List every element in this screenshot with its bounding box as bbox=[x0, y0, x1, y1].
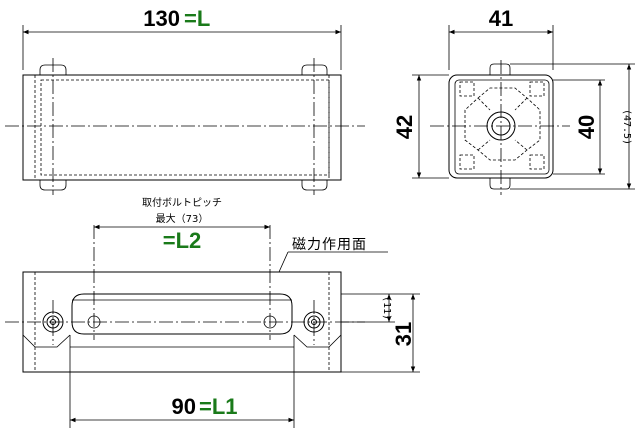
top-width-number: 130 bbox=[143, 6, 180, 31]
side-height-outer: 42 bbox=[392, 115, 417, 139]
bolt-slot bbox=[71, 293, 293, 335]
top-view-body bbox=[22, 74, 342, 181]
side-width: 41 bbox=[489, 6, 513, 31]
side-height-ref: (47.5) bbox=[621, 109, 632, 145]
top-view: 130 =L bbox=[5, 6, 365, 195]
pitch-label-line1: 取付ボルトピッチ bbox=[142, 196, 222, 209]
front-height-ref: (11) bbox=[381, 296, 392, 320]
side-height-inner: 40 bbox=[574, 115, 599, 139]
front-view: 取付ボルトピッチ 最大（73） =L2 磁力作用面 31 (11) 90 =L1 bbox=[5, 196, 420, 428]
pitch-label-line2: 最大（73） bbox=[156, 212, 209, 225]
side-view: 41 42 40 (47.5) bbox=[392, 6, 635, 195]
pitch-variable: =L2 bbox=[163, 228, 202, 253]
bottom-width-number: 90 bbox=[172, 394, 196, 419]
magnetic-face-label: 磁力作用面 bbox=[292, 237, 367, 253]
top-width-variable: =L bbox=[184, 6, 210, 31]
bottom-width-variable: =L1 bbox=[199, 394, 238, 419]
front-height: 31 bbox=[391, 322, 416, 346]
